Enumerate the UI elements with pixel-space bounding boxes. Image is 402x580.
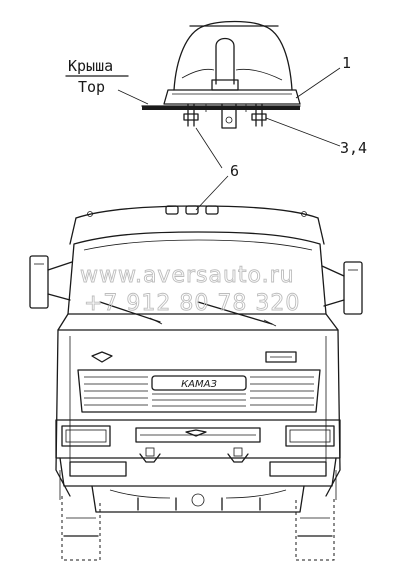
callout-6: 6 [195,127,239,211]
right-mirror [321,261,363,315]
watermark: www.aversauto.ru +7 912 80 78 320 [80,263,300,317]
callout-1-label: 1 [342,54,351,72]
brand-badge: КАМАЗ [181,379,217,390]
watermark-phone: +7 912 80 78 320 [84,291,300,316]
roof-label: Крыша Top [65,57,149,105]
callout-1: 1 [295,54,351,99]
callout-3-4: 3,4 [265,117,367,157]
roof-label-ru: Крыша [68,57,113,75]
callout-6-label: 6 [230,162,239,180]
watermark-site: www.aversauto.ru [80,263,295,288]
truck-front-view: КАМАЗ [29,205,363,561]
lamp-detail [141,20,301,129]
roof-label-en: Top [78,78,105,96]
callout-3-4-label: 3,4 [340,139,367,157]
left-mirror [29,255,73,309]
